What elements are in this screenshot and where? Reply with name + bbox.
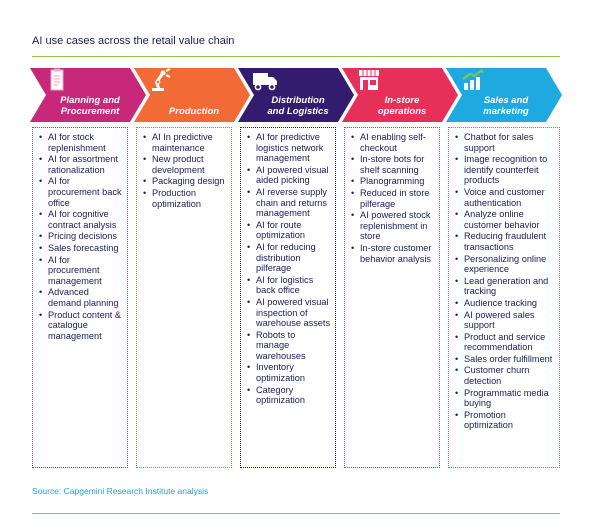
- column-sales: Chatbot for sales supportImage recogniti…: [448, 127, 560, 468]
- use-case-item: Advanced demand planning: [38, 287, 123, 308]
- use-case-list: AI for predictive logistics network mana…: [246, 132, 331, 406]
- use-case-item: Chatbot for sales support: [454, 132, 555, 153]
- use-case-item: New product development: [142, 154, 227, 175]
- column-instore: AI enabling self-checkoutIn-store bots f…: [344, 127, 440, 468]
- use-case-item: Programmatic media buying: [454, 388, 555, 409]
- use-case-item: Product content & catalogue management: [38, 310, 123, 342]
- use-case-item: Inventory optimization: [246, 362, 331, 383]
- use-case-item: AI for cognitive contract analysis: [38, 209, 123, 230]
- use-case-item: In-store customer behavior analysis: [350, 243, 435, 264]
- use-case-item: Packaging design: [142, 176, 227, 187]
- use-case-item: Planogramming: [350, 176, 435, 187]
- robot-arm-icon: [152, 68, 171, 91]
- use-case-item: AI for procurement management: [38, 255, 123, 287]
- stage-label: Production: [168, 106, 220, 117]
- growth-chart-icon: [462, 69, 484, 90]
- stage-label: Distribution and Logistics: [267, 95, 329, 117]
- use-case-item: AI reverse supply chain and returns mana…: [246, 187, 331, 219]
- use-case-item: Category optimization: [246, 385, 331, 406]
- use-case-list: AI In predictive maintenanceNew product …: [142, 132, 227, 209]
- use-case-item: AI powered visual aided picking: [246, 165, 331, 186]
- use-case-item: Personalizing online experience: [454, 254, 555, 275]
- use-case-item: AI for assortment rationalization: [38, 154, 123, 175]
- use-case-item: Audience tracking: [454, 298, 555, 309]
- use-case-item: AI powered stock replenishment in store: [350, 210, 435, 242]
- use-case-item: AI In predictive maintenance: [142, 132, 227, 153]
- use-case-item: Sales order fulfillment: [454, 354, 555, 365]
- truck-icon: [253, 73, 277, 91]
- stage-production: Production: [148, 68, 240, 122]
- use-case-item: Product and service recommendation: [454, 332, 555, 353]
- clipboard-icon: [50, 68, 64, 91]
- stage-label: In-store operations: [377, 95, 427, 117]
- top-divider: [32, 56, 560, 57]
- use-case-item: AI for predictive logistics network mana…: [246, 132, 331, 164]
- column-distribution: AI for predictive logistics network mana…: [240, 127, 336, 468]
- use-case-list: AI enabling self-checkoutIn-store bots f…: [350, 132, 435, 264]
- use-case-item: Reducing fraudulent transactions: [454, 231, 555, 252]
- use-case-item: AI powered sales support: [454, 310, 555, 331]
- use-case-list: AI for stock replenishmentAI for assortm…: [38, 132, 123, 341]
- stage-instore: In-store operations: [356, 68, 448, 122]
- bottom-divider: [32, 513, 560, 514]
- chevron-production: [134, 68, 250, 122]
- use-case-item: In-store bots for shelf scanning: [350, 154, 435, 175]
- stage-sales: Sales and marketing: [460, 68, 552, 122]
- use-case-item: Robots to manage warehouses: [246, 330, 331, 362]
- page-title: AI use cases across the retail value cha…: [32, 35, 235, 47]
- use-case-item: Promotion optimization: [454, 410, 555, 431]
- stage-planning: Planning and Procurement: [44, 68, 136, 122]
- use-case-item: AI powered visual inspection of warehous…: [246, 297, 331, 329]
- use-case-item: AI for procurement back office: [38, 176, 123, 208]
- source-note: Source: Capgemini Research Institute ana…: [32, 486, 209, 496]
- use-case-item: Lead generation and tracking: [454, 276, 555, 297]
- use-case-item: AI enabling self-checkout: [350, 132, 435, 153]
- chevron-sales: [446, 68, 562, 122]
- column-planning: AI for stock replenishmentAI for assortm…: [32, 127, 128, 468]
- use-case-item: Reduced in store pilferage: [350, 188, 435, 209]
- use-case-item: AI for logistics back office: [246, 275, 331, 296]
- stage-label: Sales and marketing: [483, 95, 529, 117]
- use-case-item: Production optimization: [142, 188, 227, 209]
- value-chain-chevrons: Planning and Procurement Production Dist…: [30, 68, 562, 122]
- stage-distribution: Distribution and Logistics: [252, 68, 344, 122]
- storefront-icon: [359, 70, 379, 90]
- use-case-item: Analyze online customer behavior: [454, 209, 555, 230]
- use-case-item: Customer churn detection: [454, 365, 555, 386]
- stage-label: Planning and Procurement: [60, 95, 120, 117]
- use-case-item: Pricing decisions: [38, 231, 123, 242]
- use-case-item: AI for route optimization: [246, 220, 331, 241]
- column-production: AI In predictive maintenanceNew product …: [136, 127, 232, 468]
- use-case-item: AI for reducing distribution pilferage: [246, 242, 331, 274]
- use-case-item: AI for stock replenishment: [38, 132, 123, 153]
- use-case-list: Chatbot for sales supportImage recogniti…: [454, 132, 555, 431]
- use-case-item: Voice and customer authentication: [454, 187, 555, 208]
- use-case-item: Sales forecasting: [38, 243, 123, 254]
- use-case-item: Image recognition to identify counterfei…: [454, 154, 555, 186]
